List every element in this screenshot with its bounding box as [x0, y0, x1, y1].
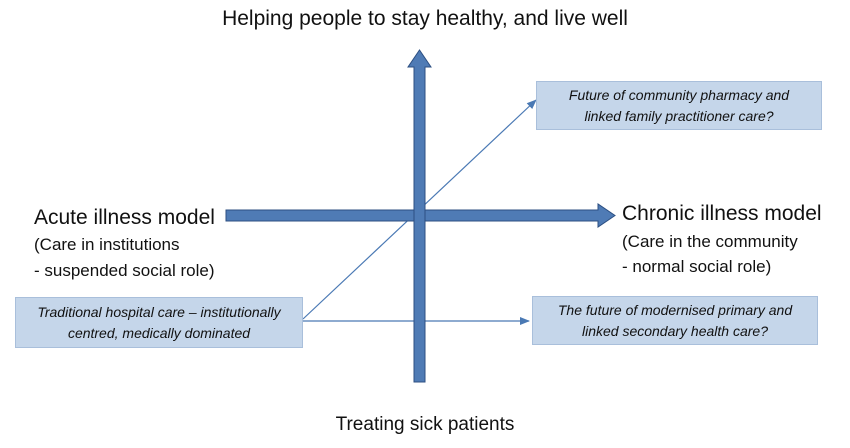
left-axis-subtitle-line-2: - suspended social role)	[34, 261, 215, 280]
upper-right-box-line-1: Future of community pharmacy and	[568, 86, 790, 103]
upper-right-box-line-2: linked family practitioner care?	[584, 107, 774, 124]
left-axis-title: Acute illness model	[34, 206, 215, 229]
origin-box-traditional-hospital-care: Traditional hospital care – institutiona…	[15, 297, 303, 348]
right-axis-subtitle-line-1: (Care in the community	[622, 232, 798, 251]
left-axis-subtitle-line-1: (Care in institutions	[34, 235, 180, 254]
vertical-axis-arrow	[407, 49, 432, 383]
origin-box-line-1: Traditional hospital care – institutiona…	[37, 303, 281, 320]
right-axis-subtitle-line-2: - normal social role)	[622, 257, 772, 276]
bottom-axis-label: Treating sick patients	[335, 414, 515, 435]
lower-right-box-line-1: The future of modernised primary and	[557, 301, 793, 318]
upper-right-box-community-pharmacy: Future of community pharmacy and linked …	[536, 81, 822, 130]
top-axis-label: Helping people to stay healthy, and live…	[222, 7, 628, 30]
right-axis-title: Chronic illness model	[622, 202, 822, 225]
origin-box-line-2: centred, medically dominated	[67, 324, 251, 341]
lower-right-box-modernised-primary-care: The future of modernised primary and lin…	[532, 296, 818, 345]
lower-right-box-line-2: linked secondary health care?	[581, 322, 768, 339]
